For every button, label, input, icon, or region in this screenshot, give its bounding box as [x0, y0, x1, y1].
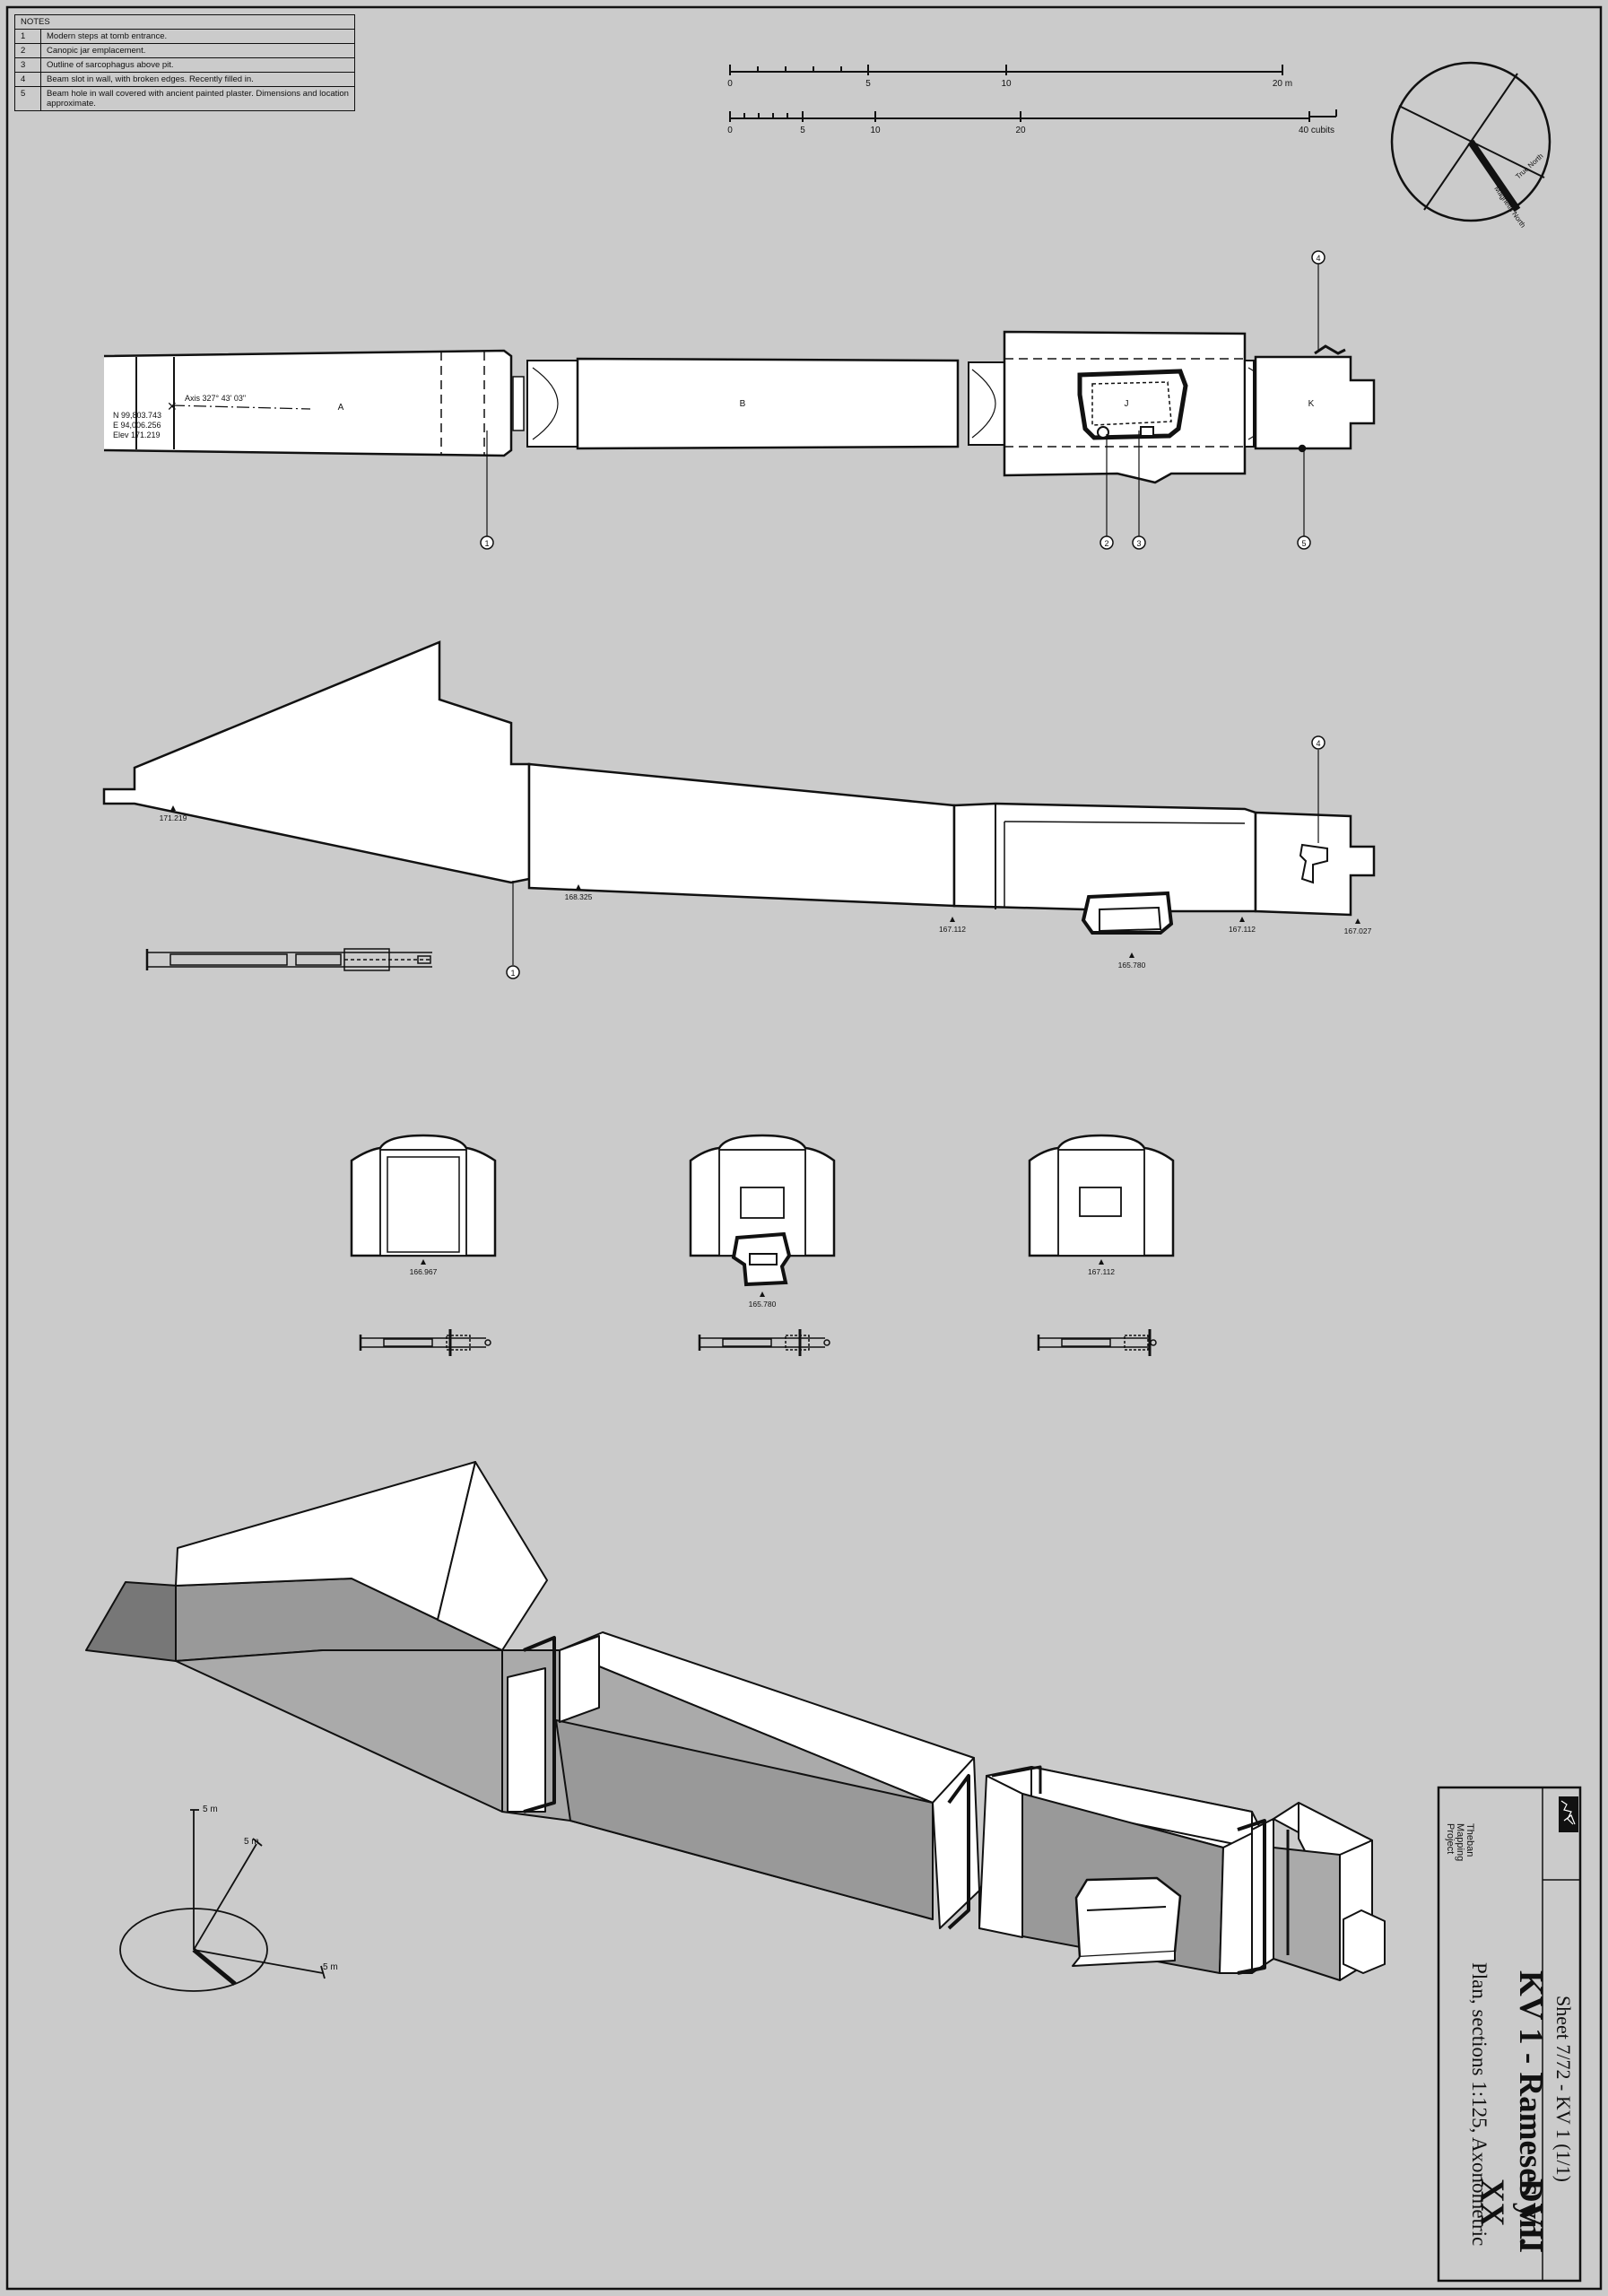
title-block-content: Sheet 7/72 - KV 1 (1/1) KV 1 - Rameses V… — [1439, 1787, 1580, 2281]
cross-section-1 — [350, 1134, 497, 1257]
section-callout-4: 4 — [1316, 739, 1320, 748]
section-elev-2: 168.325 — [565, 892, 593, 901]
plan-room-a: A — [338, 403, 344, 413]
note-number: 3 — [14, 57, 41, 73]
key-plan-thumbnail — [145, 948, 432, 971]
note-text: Modern steps at tomb entrance. — [40, 29, 355, 44]
note-text: Beam hole in wall covered with ancient p… — [40, 86, 355, 111]
plan-axis-marker-icon: ✕ — [167, 399, 178, 413]
section-callout-1: 1 — [510, 969, 515, 978]
org-line-3: Project — [1445, 1823, 1456, 1855]
plan-axis-line — [171, 404, 311, 410]
scale-c-tick-40: 40 cubits — [1299, 126, 1334, 135]
notes-header: NOTES — [14, 14, 355, 30]
plan-room-k: K — [1308, 399, 1315, 409]
cross-section-elev-markers — [421, 1259, 1104, 1297]
plan-corridor-b — [576, 357, 960, 450]
plan-callout-4: 4 — [1316, 254, 1320, 263]
note-text: Canopic jar emplacement. — [40, 43, 355, 58]
section-beam-slot — [1299, 843, 1328, 884]
plan-callout-5: 5 — [1301, 539, 1306, 548]
section-elev-6: 167.027 — [1344, 926, 1372, 935]
compass-icon — [1390, 61, 1552, 222]
notes-row: 5 Beam hole in wall covered with ancient… — [14, 86, 355, 111]
section-elev-5: 167.112 — [1229, 925, 1256, 934]
drawing-subtitle: Plan, sections 1:125, Axonometric — [1468, 1962, 1491, 2247]
plan-corridor-a — [103, 349, 513, 457]
sheet-number: Sheet 7/72 - KV 1 (1/1) — [1552, 1996, 1575, 2182]
scale-c-tick-20: 20 — [1015, 126, 1026, 135]
organization-name: Theban Mapping Project — [1445, 1823, 1475, 1862]
org-line-2: Mapping — [1455, 1823, 1465, 1862]
theban-mapping-logo-icon — [1559, 1796, 1578, 1832]
plan-coord-n: N 99,803.743 — [113, 411, 161, 420]
longitudinal-section — [102, 640, 1376, 935]
scale-bar-cubits — [729, 109, 1337, 122]
note-number: 2 — [14, 43, 41, 58]
note-text: Beam slot in wall, with broken edges. Re… — [40, 72, 355, 87]
axo-axis-z-label: 5 m — [203, 1805, 218, 1814]
scale-m-tick-20: 20 m — [1273, 79, 1292, 89]
notes-row: 1 Modern steps at tomb entrance. — [14, 29, 355, 44]
plan-callout-3: 3 — [1136, 539, 1141, 548]
section-callout-leaders — [512, 750, 1319, 965]
plan-callout-2: 2 — [1104, 539, 1108, 548]
scale-m-tick-0: 0 — [727, 79, 733, 89]
axo-axis-y-label: 5 m — [244, 1837, 259, 1847]
axonometric-view — [85, 1461, 1386, 1981]
scale-m-tick-10: 10 — [1001, 79, 1012, 89]
scale-c-tick-0: 0 — [727, 126, 733, 135]
sheet-border — [5, 5, 1603, 2291]
notes-row: 3 Outline of sarcophagus above pit. — [14, 57, 355, 73]
compass-magnetic-north-label: Magnetic North — [1492, 185, 1526, 230]
cross-section-elev-3: 167.112 — [1088, 1267, 1115, 1276]
cross-section-key-plans — [359, 1329, 1157, 1356]
section-entrance — [102, 640, 531, 884]
cross-section-2 — [689, 1134, 836, 1287]
sarcophagus-outline — [1077, 369, 1188, 440]
section-corridor-b — [527, 762, 956, 908]
section-elev-1: 171.219 — [160, 813, 187, 822]
notes-table: NOTES 1 Modern steps at tomb entrance. 2… — [14, 14, 355, 111]
scale-bar-meters — [729, 65, 1283, 75]
note-text: Outline of sarcophagus above pit. — [40, 57, 355, 73]
plan-callout-1: 1 — [484, 539, 489, 548]
title-block: Sheet 7/72 - KV 1 (1/1) KV 1 - Rameses V… — [1439, 1787, 1580, 2281]
plan-coord-elev: Elev 171.219 — [113, 430, 161, 439]
axonometric-axes — [119, 1809, 326, 1992]
note-number: 1 — [14, 29, 41, 44]
plan-axis-label: Axis 327° 43' 03" — [185, 394, 246, 403]
plan-callout-leaders — [486, 264, 1319, 542]
plan-room-j: J — [1125, 399, 1129, 409]
plan-room-b: B — [740, 399, 746, 409]
plan-coord-e: E 94,006.256 — [113, 421, 161, 430]
plan-view — [103, 330, 1376, 484]
section-elev-3: 167.112 — [939, 925, 966, 934]
plan-chamber-k — [1254, 355, 1376, 450]
axo-axis-x-label: 5 m — [323, 1962, 338, 1972]
scale-m-tick-5: 5 — [865, 79, 871, 89]
note-number: 5 — [14, 86, 41, 111]
cross-section-elev-1: 166.967 — [410, 1267, 438, 1276]
section-callout-circles — [506, 735, 1326, 979]
cross-section-3 — [1028, 1134, 1175, 1257]
title-block-frame — [1437, 1786, 1582, 2283]
notes-row: 2 Canopic jar emplacement. — [14, 43, 355, 58]
plan-callout-circles — [480, 250, 1326, 550]
section-elevation-markers — [170, 805, 1360, 958]
notes-header-row: NOTES — [14, 14, 355, 30]
cross-section-elev-2: 165.780 — [749, 1300, 777, 1309]
scale-c-tick-10: 10 — [870, 126, 881, 135]
scale-c-tick-5: 5 — [800, 126, 805, 135]
note-number: 4 — [14, 72, 41, 87]
org-line-1: Theban — [1465, 1823, 1475, 1857]
section-elev-4: 165.780 — [1118, 961, 1146, 970]
notes-row: 4 Beam slot in wall, with broken edges. … — [14, 72, 355, 87]
